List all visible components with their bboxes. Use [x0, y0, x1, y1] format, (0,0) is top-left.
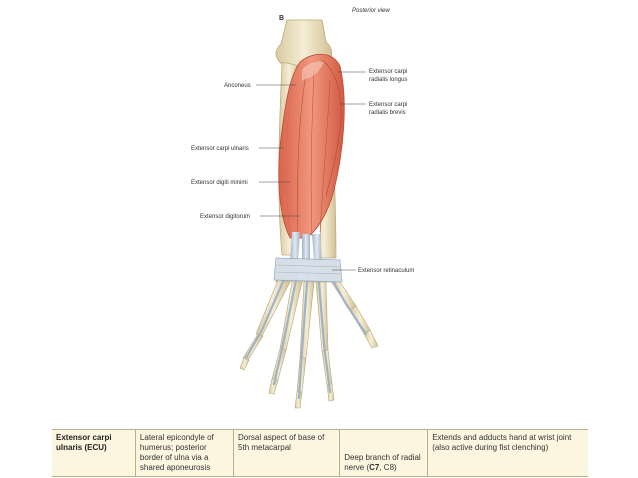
innervation-suffix: , C8): [379, 463, 397, 472]
label-ed: Extensor digitorum: [200, 214, 300, 220]
innervation-prefix: Deep branch of radial nerve (: [344, 453, 421, 472]
table-row: Extensor carpi ulnaris (ECU) Lateral epi…: [52, 429, 588, 477]
svg-text:radialis longus: radialis longus: [369, 77, 407, 83]
insertion-cell: Dorsal aspect of base of 5th metacarpal: [233, 429, 340, 477]
forearm-tendons: [290, 232, 322, 262]
label-edm: Extensor digiti minimi: [191, 180, 290, 186]
label-ecr-longus: Extensor carpi radialis longus: [338, 69, 407, 83]
label-ecu: Extensor carpi ulnaris: [191, 146, 284, 152]
svg-text:Extensor digitorum: Extensor digitorum: [200, 214, 250, 220]
svg-text:Extensor digiti minimi: Extensor digiti minimi: [191, 180, 248, 186]
svg-text:Extensor carpi: Extensor carpi: [369, 69, 407, 75]
muscle-info-table: Extensor carpi ulnaris (ECU) Lateral epi…: [52, 429, 588, 477]
finger-tendons: [244, 266, 368, 400]
origin-cell: Lateral epicondyle of humerus; posterior…: [134, 429, 234, 477]
forearm-illustration: Posterior view B: [191, 8, 414, 409]
svg-text:Extensor carpi: Extensor carpi: [369, 102, 407, 108]
svg-text:Anconeus: Anconeus: [224, 83, 251, 89]
svg-text:radialis brevis: radialis brevis: [369, 110, 406, 116]
label-anconeus: Anconeus: [224, 83, 296, 89]
innervation-cell: Deep branch of radial nerve (C7, C8): [339, 429, 428, 477]
label-ecr-brevis: Extensor carpi radialis brevis: [340, 102, 407, 116]
innervation-bold: C7: [369, 463, 380, 472]
extensor-retinaculum: [273, 257, 343, 283]
label-retinaculum: Extensor retinaculum: [332, 268, 414, 274]
svg-text:Extensor retinaculum: Extensor retinaculum: [358, 268, 414, 274]
panel-letter: B: [279, 15, 284, 22]
view-label: Posterior view: [352, 8, 390, 14]
action-cell: Extends and adducts hand at wrist joint …: [427, 429, 588, 477]
svg-text:Extensor carpi ulnaris: Extensor carpi ulnaris: [191, 146, 249, 152]
muscle-name-cell: Extensor carpi ulnaris (ECU): [56, 433, 112, 452]
extensor-muscles: [278, 53, 345, 239]
